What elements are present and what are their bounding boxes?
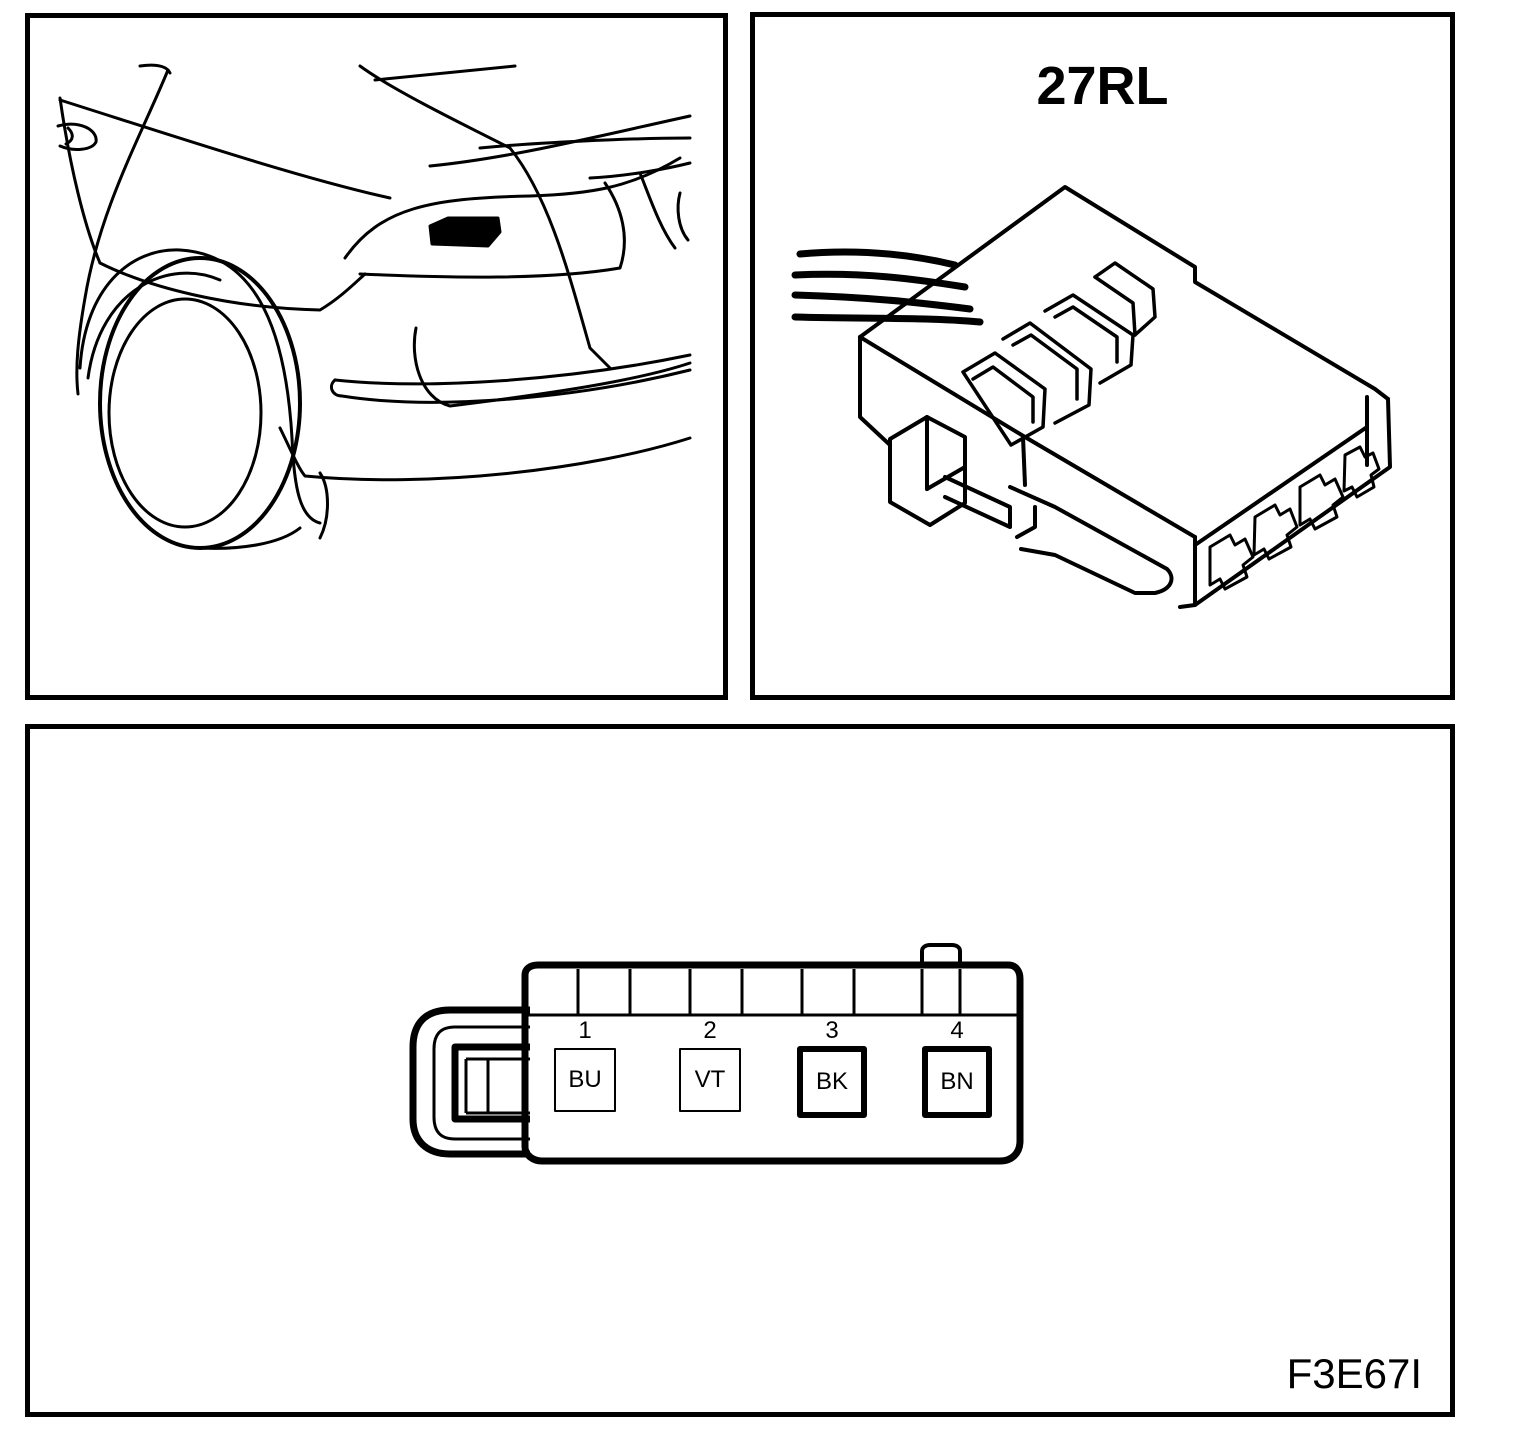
connector-id-title: 27RL [1036,56,1169,116]
pin-1-wire-color: BU [568,1066,602,1093]
figure-code: F3E67I [1286,1350,1422,1397]
pinout-panel: 1 2 3 4 BU VT BK BN F3E67I [25,724,1455,1417]
pin-4-number: 4 [950,1017,964,1044]
connector-face-diagram [409,943,1024,1165]
pin-3-number: 3 [825,1017,839,1044]
pin-1-number: 1 [578,1017,592,1044]
connector-4pin-3d-icon [791,185,1392,609]
pin-4-wire-color: BN [940,1068,974,1095]
pin-3-wire-color: BK [815,1068,848,1095]
car-rear-quarter-icon [56,63,692,550]
connector-view-panel: 27RL [750,12,1455,700]
location-view-panel [25,13,728,700]
pin-2-number: 2 [703,1017,717,1044]
pin-2-wire-color: VT [694,1066,726,1093]
